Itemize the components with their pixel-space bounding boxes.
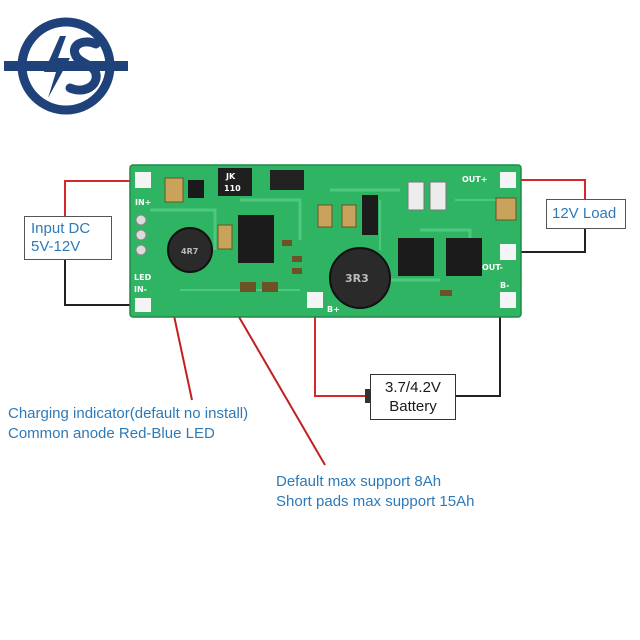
brand-logo [4,17,128,115]
inductor-l1 [167,227,213,273]
pad-out-minus [500,244,516,260]
component-u1 [238,215,274,263]
label-b-plus: B+ [327,305,340,314]
load-label: 12V Load [552,205,617,222]
battery-line2: Battery [389,398,437,415]
label-in-plus: IN+ [135,198,151,207]
label-out-plus: OUT+ [462,175,487,184]
component-c2 [495,197,517,221]
label-in-minus: IN- [134,285,147,294]
label-inductor-l2: 3R3 [345,272,369,285]
battery-line1: 3.7/4.2V [385,379,441,396]
pad-b-plus [307,292,323,308]
battery-terminal [365,389,370,403]
battery-box: 3.7/4.2V Battery [370,374,456,420]
label-out-minus: OUT- [482,263,503,272]
label-chip-110: 110 [224,184,241,193]
label-chip-jk: JK [225,172,236,181]
label-b-minus: B- [500,281,509,290]
wire-input-positive [64,180,143,216]
charging-note-line2: Common anode Red-Blue LED [8,425,215,442]
pad-hole-3 [135,244,147,256]
component-d1 [270,170,304,190]
pad-hole-1 [135,214,147,226]
pad-b-minus [500,292,516,308]
component-u2-left [398,238,434,276]
inductor-l2 [329,247,391,309]
pointer-pads [227,297,326,466]
label-inductor-l1: 4R7 [181,247,198,256]
pad-in-minus [135,298,151,312]
pads-note-line1: Default max support 8Ah [276,473,442,490]
pad-in-plus [135,172,151,188]
component-c1 [164,177,184,203]
label-led: LED [134,273,152,282]
pads-note-line2: Short pads max support 15Ah [276,493,475,510]
component-jk-chip [218,168,252,196]
input-dc-box: Input DC 5V-12V [24,216,112,260]
wire-output-positive [500,179,586,199]
wire-output-negative [500,227,586,253]
charging-note-line1: Charging indicator(default no install) [8,405,249,422]
pcb-board: IN+ LED IN- OUT+ OUT- B+ B- JK 110 4R7 3… [129,164,522,318]
wire-input-negative [64,260,143,306]
input-dc-line1: Input DC [31,220,91,237]
component-d3 [362,195,378,235]
pad-hole-2 [135,229,147,241]
wire-battery-negative [456,300,501,397]
component-u2-right [446,238,482,276]
pad-out-plus [500,172,516,188]
wire-battery-positive [314,300,370,397]
component-q1 [188,180,204,198]
input-dc-line2: 5V-12V [31,238,81,255]
load-box: 12V Load [546,199,626,229]
